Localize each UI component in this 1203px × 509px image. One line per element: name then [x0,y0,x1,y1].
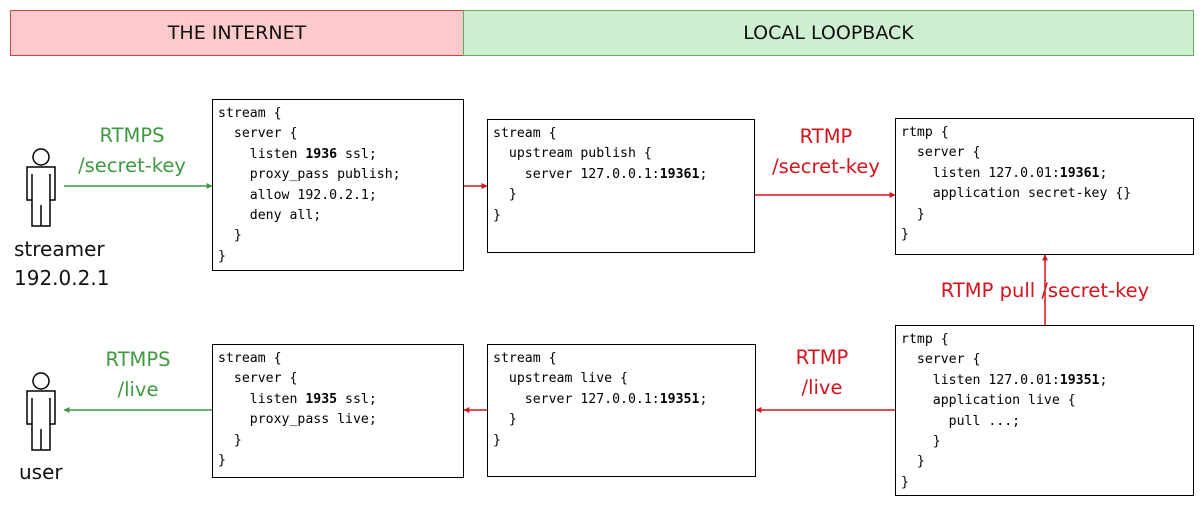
code-text: upstream publish { [493,146,652,162]
code-text: } [218,228,242,244]
label-rtmps-live: RTMPS /live [88,345,188,405]
code-text: stream { [493,351,557,366]
code-text: } [218,248,226,264]
code-text: } [493,207,501,223]
config-upstream-publish: stream { upstream publish { server 127.0… [487,119,755,253]
config-rtmp-ingest-code: rtmp { server { listen 127.0.01:19361; a… [901,123,1193,245]
code-text: server { [901,352,981,368]
code-text: listen [218,146,306,162]
code-text: server 127.0.0.1: [493,391,660,407]
code-text: } [901,454,925,470]
code-text: ; [699,166,708,182]
zone-internet-label: THE INTERNET [167,22,307,44]
code-text: } [493,187,517,203]
code-text: ssl; [337,146,377,162]
label-rtmp-publish-path: /secret-key [772,155,880,178]
streamer-ip: 192.0.2.1 [14,266,110,290]
label-rtmps-live-path: /live [117,378,159,401]
streamer-name: streamer [14,237,105,261]
zone-internet: THE INTERNET [10,10,464,56]
code-text: } [901,474,909,490]
config-edge-publish-code: stream { server { listen 1936 ssl; proxy… [218,104,463,267]
code-text: proxy_pass publish; [218,167,401,183]
label-rtmp-publish-protocol: RTMP [799,125,853,148]
code-text: application secret-key {} [901,186,1132,202]
label-rtmp-pull: RTMP pull /secret-key [922,276,1168,306]
config-edge-publish: stream { server { listen 1936 ssl; proxy… [212,99,464,271]
label-rtmps-publish: RTMPS /secret-key [70,121,194,181]
code-text: listen 127.0.01: [901,372,1060,388]
zone-loopback-label: LOCAL LOOPBACK [743,22,914,44]
code-text: ssl; [337,391,377,407]
user-label: user [19,458,63,487]
code-text: listen [218,391,306,407]
code-text: ; [1099,165,1108,181]
code-text: } [218,432,242,448]
label-rtmp-live: RTMP /live [772,343,872,403]
code-text: listen 127.0.01: [901,165,1060,181]
config-upstream-live-code: stream { upstream live { server 127.0.0.… [493,349,755,451]
user-name: user [19,460,63,484]
code-text: } [901,227,909,243]
code-text: stream { [218,351,282,366]
code-text: deny all; [218,208,322,224]
code-text: ; [699,391,708,407]
code-text: pull ...; [901,413,1021,429]
port-number: 19351 [659,391,700,407]
config-edge-live-code: stream { server { listen 1935 ssl; proxy… [218,349,463,471]
user-icon [26,372,56,451]
port-number: 1936 [305,146,338,162]
label-rtmps-live-protocol: RTMPS [105,348,171,371]
code-text: ; [1099,372,1108,388]
config-upstream-publish-code: stream { upstream publish { server 127.0… [493,124,754,226]
code-text: } [218,453,226,469]
code-text: } [901,206,925,222]
config-rtmp-live-code: rtmp { server { listen 127.0.01:19351; a… [901,330,1193,493]
code-text: server { [218,371,298,387]
code-text: } [493,432,501,448]
code-text: stream { [218,106,282,121]
label-rtmps-publish-path: /secret-key [78,154,186,177]
port-number: 19361 [1059,165,1100,181]
streamer-icon [26,148,56,227]
code-text: upstream live { [493,371,628,387]
code-text: server 127.0.0.1: [493,166,660,182]
code-text: application live { [901,393,1076,409]
label-rtmp-publish: RTMP /secret-key [762,122,890,182]
code-text: proxy_pass live; [218,412,377,428]
code-text: stream { [493,126,557,141]
port-number: 19351 [1059,372,1100,388]
code-text: rtmp { [901,125,949,140]
code-text: server { [901,145,981,161]
label-rtmp-live-protocol: RTMP [795,346,849,369]
code-text: allow 192.0.2.1; [218,187,377,203]
config-rtmp-live: rtmp { server { listen 127.0.01:19351; a… [895,325,1194,496]
streamer-label: streamer 192.0.2.1 [14,235,109,293]
config-edge-live: stream { server { listen 1935 ssl; proxy… [212,344,464,478]
code-text: rtmp { [901,332,949,347]
label-rtmp-live-path: /live [801,376,843,399]
port-number: 19361 [659,166,700,182]
config-upstream-live: stream { upstream live { server 127.0.0.… [487,344,756,477]
zone-loopback: LOCAL LOOPBACK [463,10,1194,56]
config-rtmp-ingest: rtmp { server { listen 127.0.01:19361; a… [895,118,1194,255]
code-text: } [901,434,941,450]
label-rtmps-publish-protocol: RTMPS [99,124,165,147]
code-text: server { [218,126,298,142]
port-number: 1935 [305,391,338,407]
label-rtmp-pull-text: RTMP pull /secret-key [940,279,1150,302]
code-text: } [493,412,517,428]
